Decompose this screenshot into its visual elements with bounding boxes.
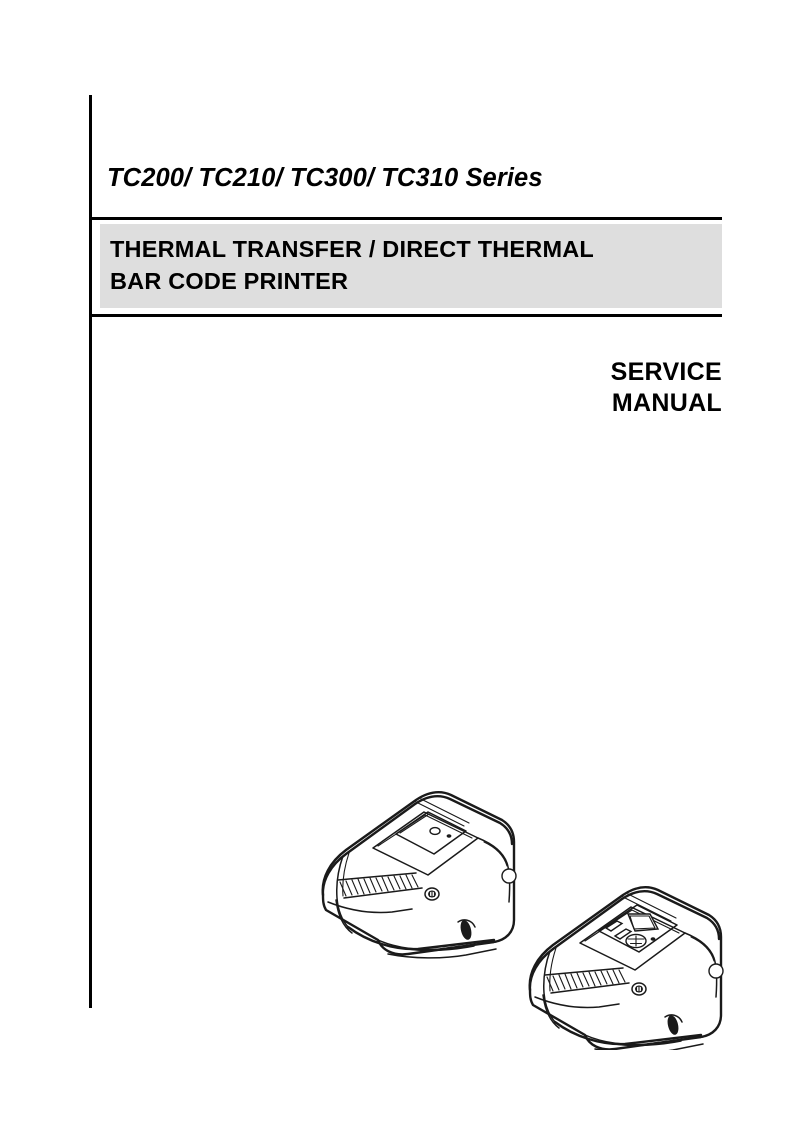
series-title: TC200/ TC210/ TC300/ TC310 Series: [107, 164, 543, 192]
subtitle-line-1: THERMAL TRANSFER / DIRECT THERMAL: [110, 236, 594, 262]
subtitle-band: THERMAL TRANSFER / DIRECT THERMAL BAR CO…: [100, 224, 722, 308]
document-type-heading: SERVICE MANUAL: [611, 357, 722, 419]
printer-illustration-without-display: [321, 791, 517, 959]
document-type-line-1: SERVICE: [610, 358, 722, 386]
rule-above-subtitle: [89, 217, 722, 220]
subtitle-line-2: BAR CODE PRINTER: [110, 268, 349, 294]
printer-illustration-group: [288, 770, 748, 1050]
rule-below-subtitle: [89, 314, 722, 317]
left-vertical-rule: [89, 95, 92, 1008]
printer-illustration-with-display: [528, 886, 724, 1050]
document-type-line-2: MANUAL: [611, 389, 722, 417]
